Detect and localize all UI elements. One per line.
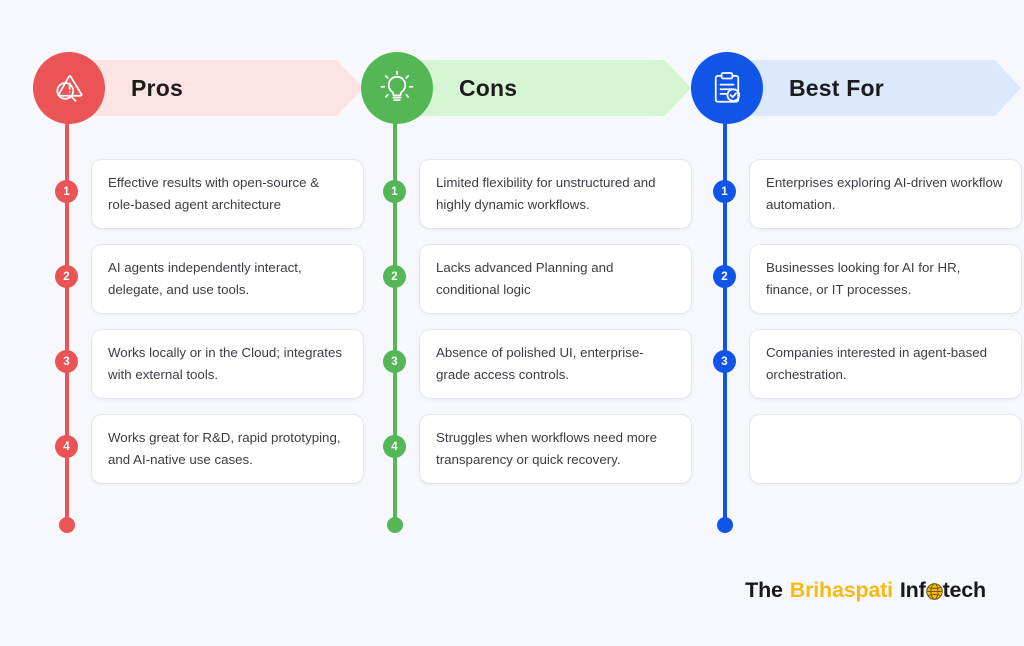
- item-number-badge: 4: [383, 435, 406, 458]
- item-card[interactable]: Struggles when workflows need more trans…: [420, 415, 691, 483]
- logo-word-the: The: [745, 578, 783, 602]
- list-item[interactable]: Struggles when workflows need more trans…: [361, 415, 691, 500]
- item-card[interactable]: Limited flexibility for unstructured and…: [420, 160, 691, 228]
- list-item[interactable]: Limited flexibility for unstructured and…: [361, 160, 691, 245]
- timeline-end-dot: [387, 517, 403, 533]
- item-number-badge: 3: [713, 350, 736, 373]
- item-text: Enterprises exploring AI-driven workflow…: [766, 175, 1003, 212]
- column-best-for: Best For Enterprises exploring AI-driven…: [691, 52, 1021, 533]
- item-number-badge: 2: [713, 265, 736, 288]
- item-card[interactable]: AI agents independently interact, delega…: [92, 245, 363, 313]
- timeline-end-dot: [717, 517, 733, 533]
- column-items: Effective results with open-source & rol…: [33, 160, 363, 500]
- item-text: AI agents independently interact, delega…: [108, 260, 302, 297]
- item-number-badge: 1: [713, 180, 736, 203]
- item-card[interactable]: Lacks advanced Planning and conditional …: [420, 245, 691, 313]
- column-header: Best For: [691, 52, 1021, 124]
- list-item[interactable]: Lacks advanced Planning and conditional …: [361, 245, 691, 330]
- item-card[interactable]: Companies interested in agent-based orch…: [750, 330, 1021, 398]
- column-cons: Cons Limited flexibility for unstructure…: [361, 52, 691, 533]
- item-text: Lacks advanced Planning and conditional …: [436, 260, 614, 297]
- column-banner: Best For: [727, 60, 1021, 116]
- timeline-line: [723, 122, 727, 525]
- magnifier-warning-icon: [33, 52, 105, 124]
- item-text: Companies interested in agent-based orch…: [766, 345, 988, 382]
- item-card[interactable]: Works locally or in the Cloud; integrate…: [92, 330, 363, 398]
- logo-word-brihaspati: Brihaspati: [789, 578, 893, 602]
- column-title: Pros: [131, 74, 183, 101]
- item-text: Absence of polished UI, enterprise-grade…: [436, 345, 644, 382]
- timeline-end-dot: [59, 517, 75, 533]
- item-card[interactable]: [750, 415, 1021, 483]
- item-number-badge: 4: [55, 435, 78, 458]
- item-text: Effective results with open-source & rol…: [108, 175, 320, 212]
- list-item[interactable]: Businesses looking for AI for HR, financ…: [691, 245, 1021, 330]
- item-number-badge: 1: [55, 180, 78, 203]
- logo-word-tech: tech: [942, 578, 987, 602]
- column-title: Best For: [789, 74, 884, 101]
- list-item[interactable]: Absence of polished UI, enterprise-grade…: [361, 330, 691, 415]
- list-item[interactable]: Companies interested in agent-based orch…: [691, 330, 1021, 415]
- list-item[interactable]: Effective results with open-source & rol…: [33, 160, 363, 245]
- item-card[interactable]: Works great for R&D, rapid prototyping, …: [92, 415, 363, 483]
- item-number-badge: 2: [55, 265, 78, 288]
- column-header: Cons: [361, 52, 691, 124]
- item-card[interactable]: Enterprises exploring AI-driven workflow…: [750, 160, 1021, 228]
- column-items: Enterprises exploring AI-driven workflow…: [691, 160, 1021, 500]
- list-item[interactable]: [691, 415, 1021, 500]
- item-text: Businesses looking for AI for HR, financ…: [766, 260, 961, 297]
- timeline-line: [393, 122, 397, 525]
- list-item[interactable]: Works great for R&D, rapid prototyping, …: [33, 415, 363, 500]
- lightbulb-icon: [361, 52, 433, 124]
- column-title: Cons: [459, 74, 518, 101]
- list-item[interactable]: Enterprises exploring AI-driven workflow…: [691, 160, 1021, 245]
- item-number-badge: 1: [383, 180, 406, 203]
- timeline-line: [65, 122, 69, 525]
- item-number-badge: 2: [383, 265, 406, 288]
- item-number-badge: 3: [383, 350, 406, 373]
- column-pros: Pros Effective results with open-source …: [33, 52, 363, 533]
- item-text: Works great for R&D, rapid prototyping, …: [108, 430, 341, 467]
- item-card[interactable]: Businesses looking for AI for HR, financ…: [750, 245, 1021, 313]
- company-logo: The Brihaspati Inf tech: [745, 578, 986, 603]
- globe-icon: [925, 583, 943, 600]
- item-card[interactable]: Effective results with open-source & rol…: [92, 160, 363, 228]
- item-text: Limited flexibility for unstructured and…: [436, 175, 656, 212]
- list-item[interactable]: AI agents independently interact, delega…: [33, 245, 363, 330]
- item-text: Works locally or in the Cloud; integrate…: [108, 345, 343, 382]
- column-items: Limited flexibility for unstructured and…: [361, 160, 691, 500]
- clipboard-check-icon: [691, 52, 763, 124]
- list-item[interactable]: Works locally or in the Cloud; integrate…: [33, 330, 363, 415]
- column-header: Pros: [33, 52, 363, 124]
- column-banner: Pros: [69, 60, 363, 116]
- logo-word-inf: Inf: [899, 578, 926, 602]
- column-banner: Cons: [397, 60, 691, 116]
- item-number-badge: 3: [55, 350, 78, 373]
- item-text: Struggles when workflows need more trans…: [436, 430, 657, 467]
- item-card[interactable]: Absence of polished UI, enterprise-grade…: [420, 330, 691, 398]
